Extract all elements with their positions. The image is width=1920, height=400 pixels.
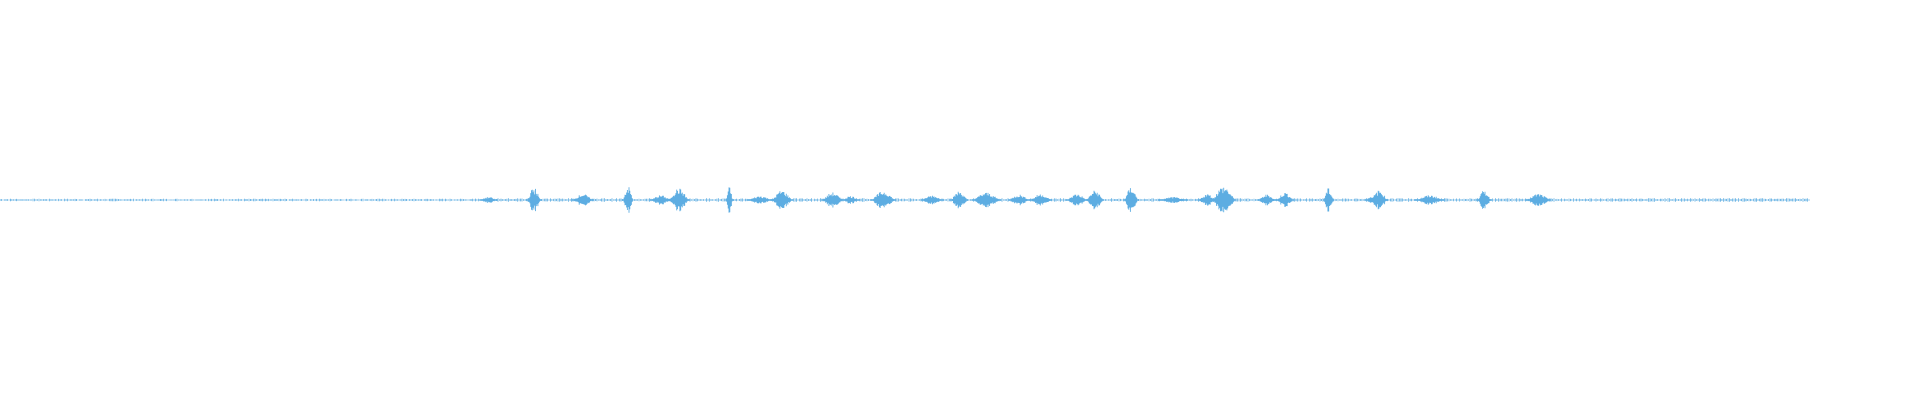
- waveform-burst: [920, 195, 944, 205]
- waveform-burst: [667, 188, 690, 212]
- waveform-burst: [1085, 190, 1105, 210]
- waveform-burst: [1210, 187, 1237, 213]
- waveform-burst: [1157, 197, 1188, 203]
- waveform-burst: [747, 196, 773, 204]
- waveform-burst: [725, 187, 734, 213]
- waveform-burst: [971, 192, 1002, 208]
- waveform-burst: [571, 194, 595, 206]
- waveform-burst: [1007, 194, 1031, 206]
- waveform-burst: [1476, 191, 1492, 209]
- waveform-burst: [1275, 193, 1295, 207]
- waveform-burst: [770, 191, 794, 209]
- waveform-burst: [479, 197, 498, 203]
- waveform-burst: [870, 192, 896, 208]
- waveform-burst: [821, 192, 844, 208]
- waveform-burst: [1065, 194, 1089, 206]
- waveform-samples: [0, 187, 1810, 213]
- waveform-burst: [949, 191, 969, 209]
- waveform-burst: [622, 187, 634, 213]
- waveform-burst: [1123, 188, 1139, 212]
- waveform-burst: [1369, 190, 1389, 210]
- waveform-burst: [526, 188, 542, 212]
- waveform-burst: [1414, 195, 1445, 205]
- waveform-burst: [1029, 194, 1052, 206]
- waveform-burst: [1525, 194, 1552, 206]
- waveform-burst: [1322, 188, 1334, 212]
- waveform-burst: [841, 196, 860, 204]
- waveform-burst: [1257, 194, 1276, 206]
